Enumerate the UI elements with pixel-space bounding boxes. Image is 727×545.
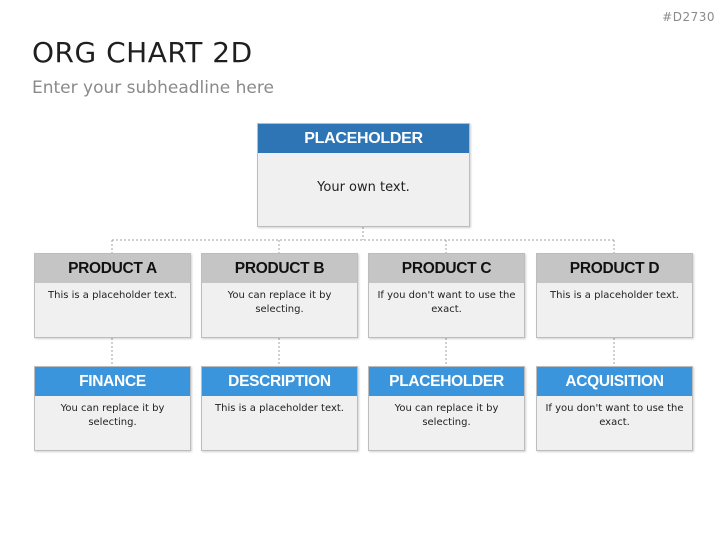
placeholder-box: PLACEHOLDER You can replace it by select… <box>368 366 525 451</box>
top-box-text: Your own text. <box>317 180 410 195</box>
finance-box: FINANCE You can replace it by selecting. <box>34 366 191 451</box>
product-a-box: PRODUCT A This is a placeholder text. <box>34 253 191 338</box>
slide-id: #D2730 <box>662 10 715 24</box>
placeholder-title: PLACEHOLDER <box>369 367 524 396</box>
finance-text: You can replace it by selecting. <box>60 403 165 428</box>
acquisition-text: If you don't want to use the exact. <box>545 403 684 428</box>
product-a-text: This is a placeholder text. <box>48 290 177 301</box>
description-box: DESCRIPTION This is a placeholder text. <box>201 366 358 451</box>
product-c-box: PRODUCT C If you don't want to use the e… <box>368 253 525 338</box>
finance-title: FINANCE <box>35 367 190 396</box>
product-b-text: You can replace it by selecting. <box>227 290 332 315</box>
product-c-title: PRODUCT C <box>369 254 524 283</box>
page-subtitle: Enter your subheadline here <box>32 78 274 98</box>
product-b-title: PRODUCT B <box>202 254 357 283</box>
product-d-box: PRODUCT D This is a placeholder text. <box>536 253 693 338</box>
product-c-text: If you don't want to use the exact. <box>377 290 516 315</box>
description-text: This is a placeholder text. <box>215 403 344 414</box>
product-d-title: PRODUCT D <box>537 254 692 283</box>
placeholder-text: You can replace it by selecting. <box>394 403 499 428</box>
acquisition-box: ACQUISITION If you don't want to use the… <box>536 366 693 451</box>
description-title: DESCRIPTION <box>202 367 357 396</box>
product-b-box: PRODUCT B You can replace it by selectin… <box>201 253 358 338</box>
top-box-title: PLACEHOLDER <box>258 124 469 153</box>
product-d-text: This is a placeholder text. <box>550 290 679 301</box>
top-box: PLACEHOLDER Your own text. <box>257 123 470 227</box>
page-title: ORG CHART 2D <box>32 36 253 69</box>
product-a-title: PRODUCT A <box>35 254 190 283</box>
acquisition-title: ACQUISITION <box>537 367 692 396</box>
